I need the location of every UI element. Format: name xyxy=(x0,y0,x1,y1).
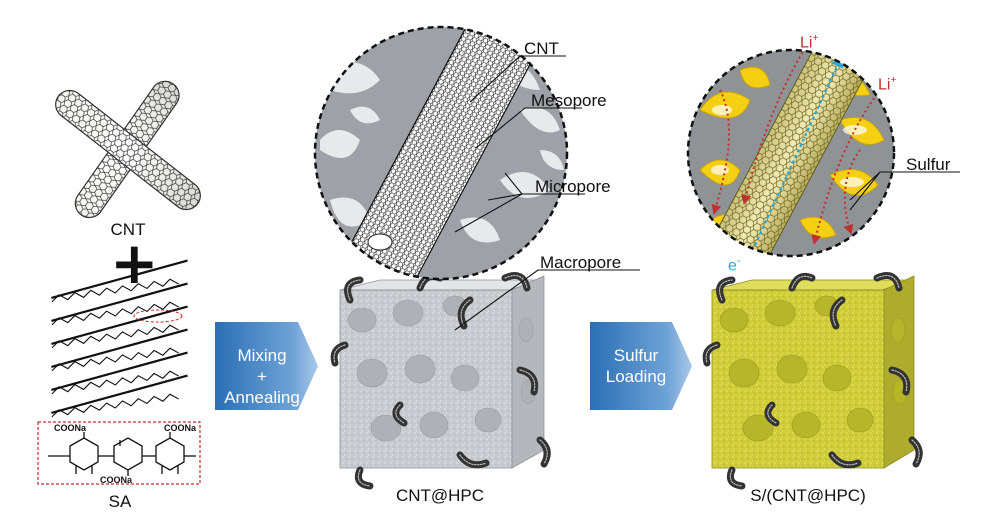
plus-sign: + xyxy=(110,229,159,297)
cnt-label: CNT xyxy=(110,220,146,239)
sulfur-loading-arrow xyxy=(590,322,692,410)
callout-cnt-label: CNT xyxy=(524,39,559,58)
mixing-annealing-text: Mixing + Annealing xyxy=(224,346,300,407)
callout-mesopore-label: Mesopore xyxy=(531,91,607,110)
s-cnt-hpc-label: S/(CNT@HPC) xyxy=(750,486,866,505)
sulfur-zoom-circle xyxy=(686,48,896,258)
sa-structure-box xyxy=(37,421,201,485)
coona-label-2: COONa xyxy=(100,475,133,485)
coona-label-1: COONa xyxy=(54,423,87,433)
mixing-annealing-arrow xyxy=(215,322,318,410)
li-ion-label-1: Li+ xyxy=(800,33,819,52)
electron-label: e- xyxy=(728,255,741,275)
callout-macropore-label: Macropore xyxy=(540,253,622,272)
sa-polymer-stack-illustration xyxy=(51,259,188,418)
hpc-zoom-circle xyxy=(313,25,569,281)
cnt-hpc-cube-illustration xyxy=(330,272,551,490)
callout-leader-lines xyxy=(454,55,960,331)
sa-label: SA xyxy=(108,492,132,511)
s-cnt-hpc-cube-illustration xyxy=(702,272,923,490)
coona-label-3: COONa xyxy=(164,423,197,433)
cnt-crossed-tubes-illustration xyxy=(55,80,201,219)
cnt-hpc-label: CNT@HPC xyxy=(395,486,485,505)
sulfur-loading-text: Sulfur Loading xyxy=(605,346,667,386)
callout-micropore-label: Micropore xyxy=(535,177,611,196)
callout-sulfur-label: Sulfur xyxy=(906,155,951,174)
li-ion-label-2: Li+ xyxy=(878,75,897,94)
